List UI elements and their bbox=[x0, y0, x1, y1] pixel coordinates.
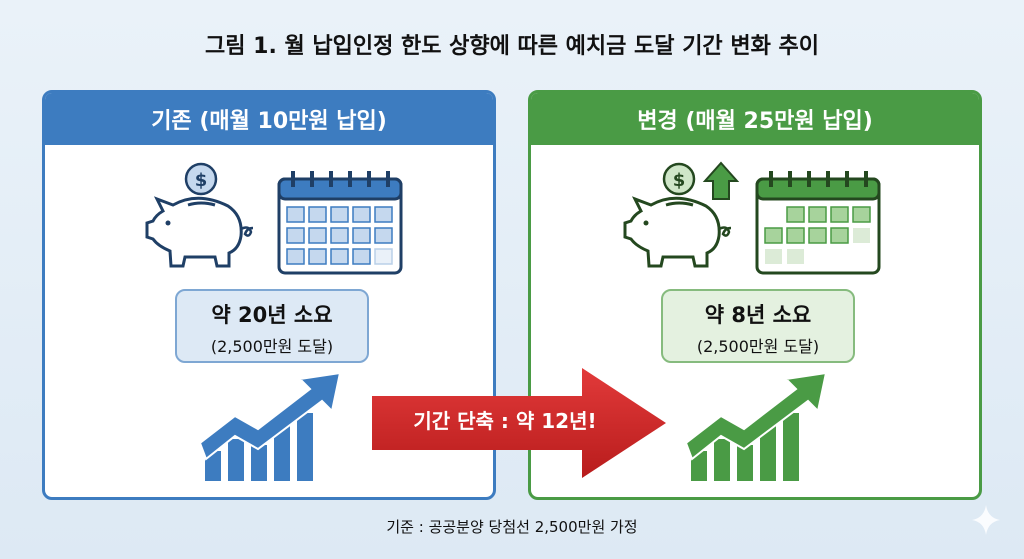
bar-chart-icon bbox=[686, 371, 828, 481]
panel-before: 기존 (매월 10만원 납입) $ 약 20년 소요 (2,500만원 도달) bbox=[42, 90, 496, 500]
figure-title: 그림 1. 월 납입인정 한도 상향에 따른 예치금 도달 기간 변화 추이 bbox=[205, 34, 819, 59]
up-arrow-icon bbox=[702, 161, 740, 200]
piggy-bank-icon: $ bbox=[145, 162, 254, 268]
duration-text: 약 20년 소요 bbox=[211, 303, 333, 327]
panel-header: 변경 (매월 25만원 납입) bbox=[531, 93, 979, 145]
sparkle-icon bbox=[972, 505, 1000, 535]
target-text: (2,500만원 도달) bbox=[210, 337, 334, 356]
panel-after: 변경 (매월 25만원 납입) $ 약 8년 소요 (2,500만원 도달) bbox=[528, 90, 982, 500]
reduction-label: 기간 단축 : 약 12년! bbox=[413, 409, 597, 433]
calendar-icon bbox=[277, 171, 403, 275]
bar-chart-icon bbox=[200, 371, 342, 481]
duration-text: 약 8년 소요 bbox=[704, 303, 812, 327]
panel-header: 기존 (매월 10만원 납입) bbox=[45, 93, 493, 145]
svg-text:$: $ bbox=[195, 170, 208, 191]
piggy-bank-icon: $ bbox=[623, 161, 740, 268]
svg-text:$: $ bbox=[673, 170, 686, 191]
right-arrow-icon bbox=[372, 368, 666, 478]
duration-box: 약 8년 소요 (2,500만원 도달) bbox=[661, 289, 855, 363]
calendar-icon bbox=[755, 171, 881, 275]
footnote: 기준 : 공공분양 당첨선 2,500만원 가정 bbox=[386, 518, 638, 536]
target-text: (2,500만원 도달) bbox=[696, 337, 820, 356]
duration-box: 약 20년 소요 (2,500만원 도달) bbox=[175, 289, 369, 363]
